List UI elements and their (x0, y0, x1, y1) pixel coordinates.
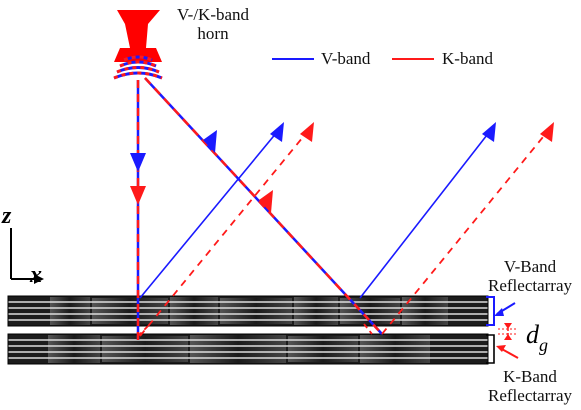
k-array-substrate-lines (8, 339, 488, 359)
v-array-cells (50, 297, 448, 325)
up-arrow-icon (270, 122, 284, 142)
gap-indicator (498, 323, 516, 340)
up-arrow-icon (504, 334, 512, 340)
down-arrow-icon (130, 153, 146, 172)
up-arrow-icon (300, 122, 314, 142)
down-arrow-icon (504, 323, 512, 329)
v-band-reflectarray (7, 295, 489, 327)
k-band-reflectarray-line1: K-Band (503, 367, 557, 386)
up-arrow-icon (540, 122, 554, 142)
diagonal-arrow-icon (203, 130, 217, 153)
k-band-reflectarray (7, 333, 489, 365)
diagonal-arrow-icon (259, 190, 273, 213)
x-axis-label: x (30, 262, 42, 288)
k-band-reflected-rays (137, 122, 554, 337)
legend-k-band-label: K-band (442, 49, 493, 68)
axis-indicator (10, 228, 44, 284)
gap-symbol: d (526, 320, 539, 349)
k-band-reflectarray-label: K-Band Reflectarray (478, 367, 581, 405)
k-band-bracket (486, 334, 495, 364)
v-band-bracket (486, 296, 495, 326)
down-arrow-icon (130, 186, 146, 205)
legend-v-band-label: V-band (321, 49, 371, 68)
v-band-reflectarray-label: V-Band Reflectarray (478, 257, 581, 295)
gap-subscript: g (539, 335, 548, 356)
left-arrow-icon (494, 308, 504, 316)
horn-label-line2: horn (197, 24, 229, 43)
v-band-reflectarray-line2: Reflectarray (488, 276, 572, 295)
v-band-reflected-rays (139, 122, 496, 299)
k-band-reflectarray-line2: Reflectarray (488, 386, 572, 405)
v-band-reflectarray-line1: V-Band (503, 257, 557, 276)
z-axis-label: z (2, 203, 12, 229)
k-array-cells (48, 335, 430, 363)
incident-ray-vertical (130, 80, 146, 340)
horn-antenna-icon (113, 10, 163, 80)
horn-wavefronts (113, 55, 163, 80)
incident-ray-oblique (144, 77, 383, 335)
left-arrow-icon (496, 345, 506, 352)
horn-label: V-/K-band horn (158, 5, 268, 43)
up-arrow-icon (482, 122, 496, 142)
gap-label: dg (526, 320, 548, 356)
horn-label-line1: V-/K-band (176, 5, 250, 24)
